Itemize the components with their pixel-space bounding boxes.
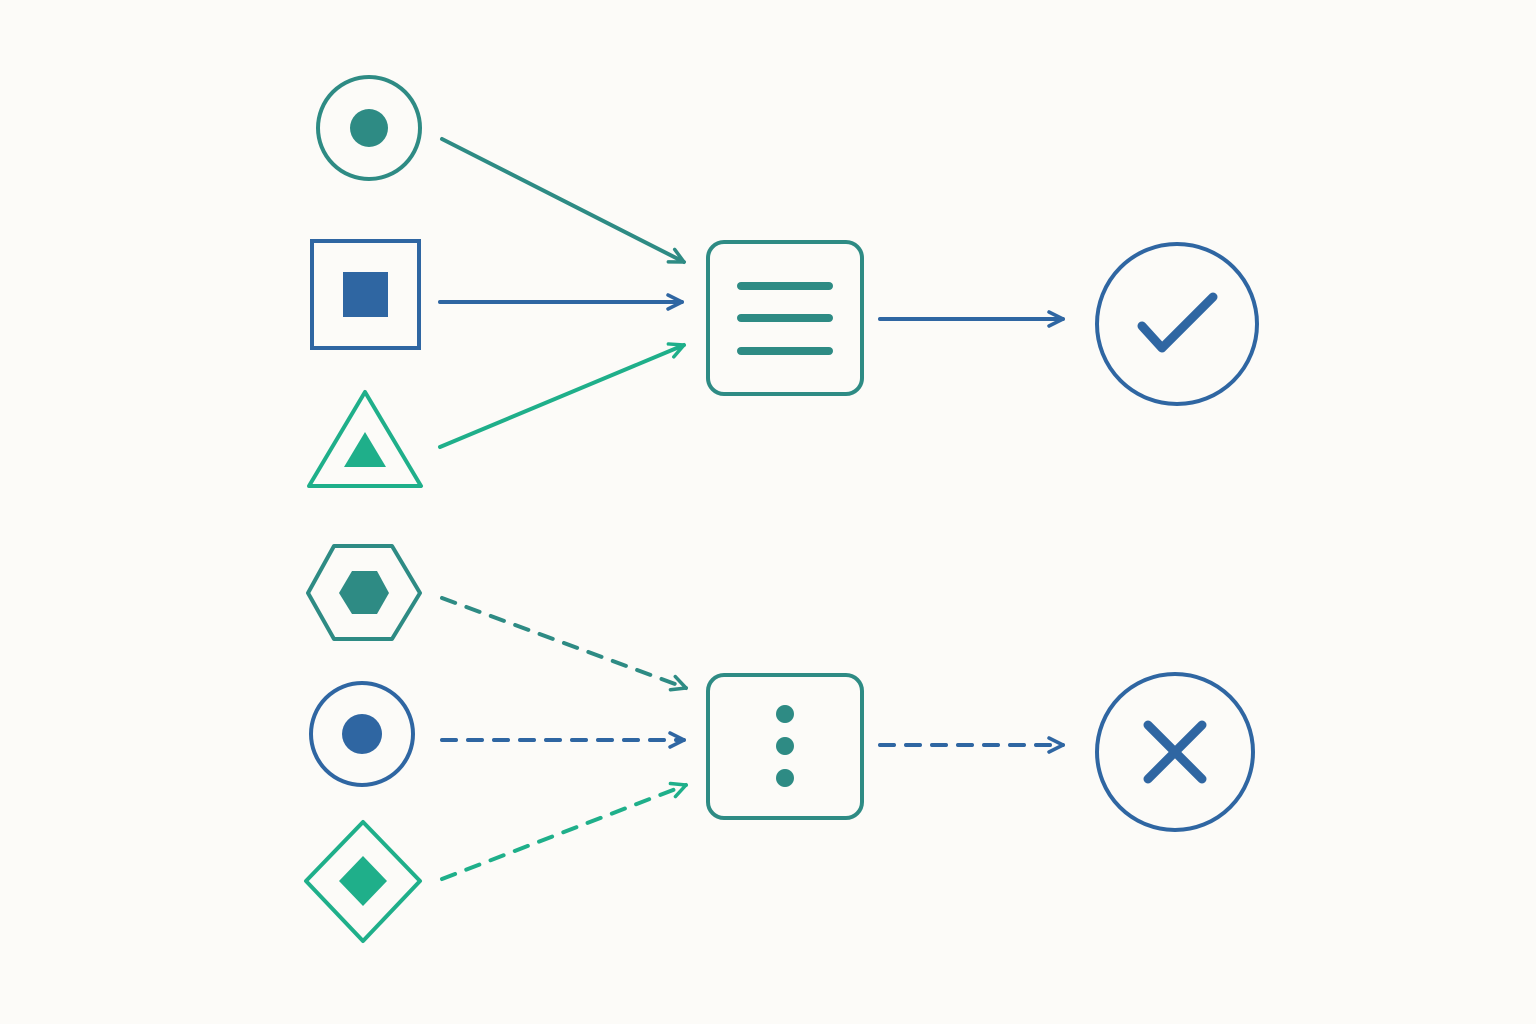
target-circle-icon: [316, 75, 422, 181]
square-icon: [310, 239, 421, 350]
arrow-connector: [440, 781, 688, 881]
arrow-connector: [440, 596, 688, 692]
checkmark-icon: [1095, 242, 1259, 406]
target-circle-icon: [309, 681, 415, 787]
hexagon-icon: [306, 544, 422, 641]
arrow-connector: [440, 137, 686, 264]
diamond-icon: [304, 820, 422, 943]
arrow-connector: [438, 342, 686, 449]
triangle-icon: [307, 390, 423, 488]
x-mark-icon: [1095, 672, 1255, 832]
list-lines-icon: [706, 240, 864, 396]
vertical-dots-icon: [706, 673, 864, 820]
